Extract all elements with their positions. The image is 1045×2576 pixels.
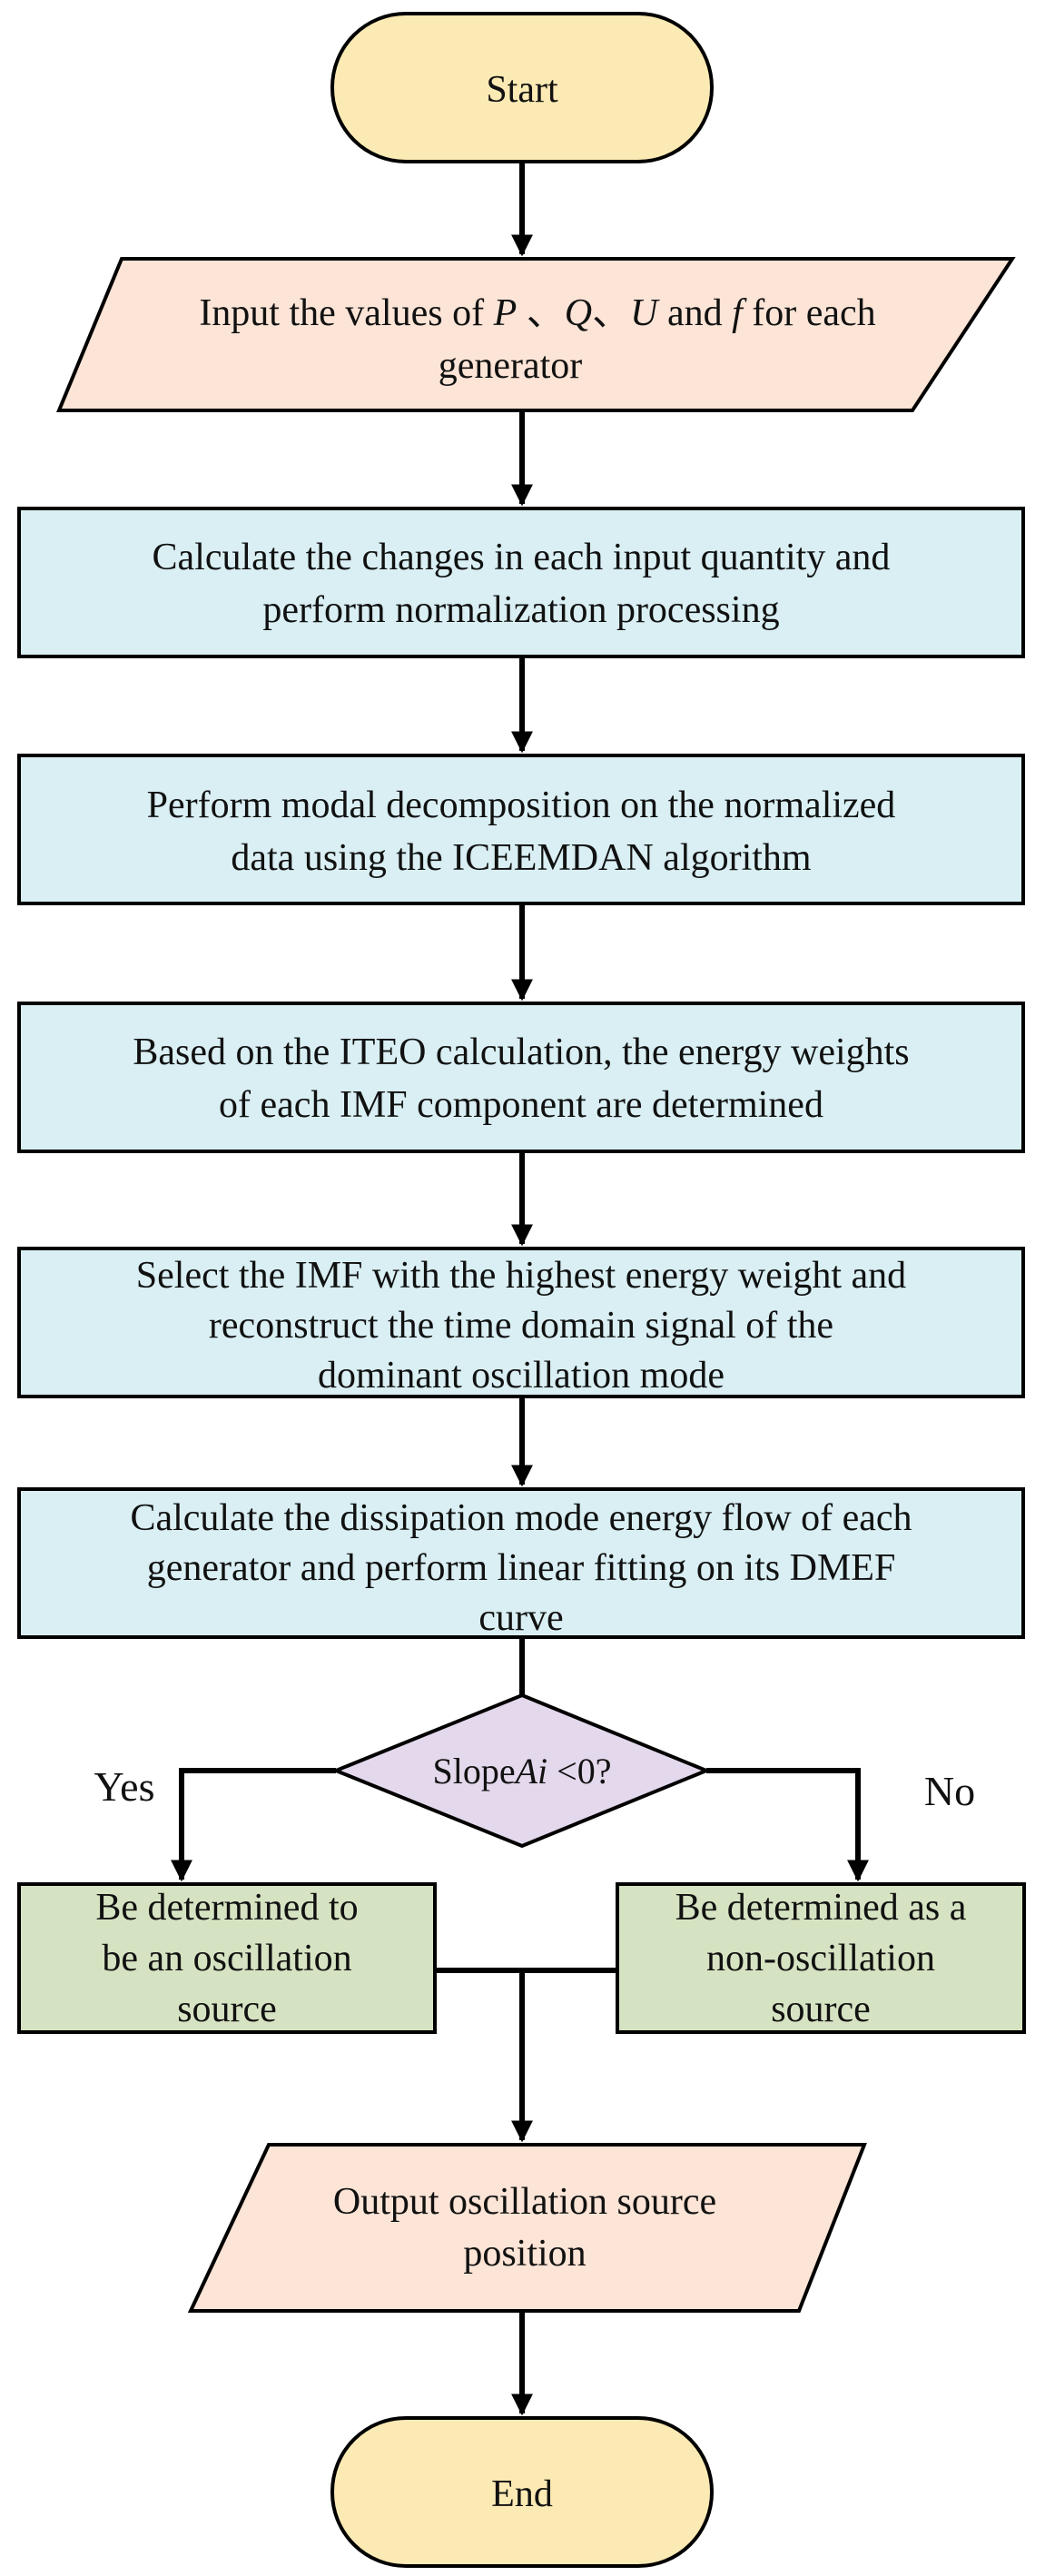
connector-decision-yes-branch [171,1768,336,1882]
iceemdan-label-line2: data using the ICEEMDAN algorithm [231,837,812,879]
iteo-process-box [17,1002,1025,1153]
oscillation-source-label-line2: be an oscillation [102,1938,351,1979]
dmef-label-line2: generator and perform linear fitting on … [147,1547,896,1589]
decision-label: SlopeAi <0? [433,1751,612,1791]
dmef-label-line1: Calculate the dissipation mode energy fl… [130,1497,912,1539]
normalization-label-line1: Calculate the changes in each input quan… [153,537,891,578]
yes-branch-label: Yes [94,1763,155,1810]
output-label-line2: position [463,2233,586,2275]
normalization-process-box [17,507,1025,658]
oscillation-source-label-line1: Be determined to [95,1887,358,1929]
iteo-label-line2: of each IMF component are determined [219,1084,823,1126]
dmef-label-line3: curve [478,1597,563,1639]
input-label-line1: Input the values of P 、Q、U and f for eac… [199,292,875,334]
end-terminal [330,2416,714,2568]
reconstruct-process-box [17,1247,1025,1398]
connector-decision-no-branch [706,1768,869,1882]
oscillation-source-label-line3: source [177,1989,277,2030]
iceemdan-label-line1: Perform modal decomposition on the norma… [147,785,896,826]
reconstruct-label-line3: dominant oscillation mode [318,1355,725,1397]
no-branch-label: No [924,1768,975,1814]
non-oscillation-source-box [616,1882,1026,2034]
non-oscillation-source-label-line3: source [771,1989,871,2030]
iteo-label-line1: Based on the ITEO calculation, the energ… [133,1031,909,1073]
reconstruct-label-line1: Select the IMF with the highest energy w… [136,1255,906,1297]
non-oscillation-source-label-line1: Be determined as a [675,1887,967,1929]
dmef-process-box [17,1487,1025,1639]
reconstruct-label-line2: reconstruct the time domain signal of th… [209,1305,833,1347]
input-label-line2: generator [439,345,583,387]
output-parallelogram [187,2143,867,2313]
non-oscillation-source-label-line2: non-oscillation [706,1938,935,1979]
input-parallelogram [56,257,1016,412]
output-label-line1: Output oscillation source [333,2181,716,2223]
end-label: End [491,2473,553,2515]
oscillation-source-box [17,1882,437,2034]
start-label: Start [486,69,558,111]
normalization-label-line2: perform normalization processing [262,589,779,631]
iceemdan-process-box [17,754,1025,905]
slope-decision-diamond [330,1693,712,1849]
